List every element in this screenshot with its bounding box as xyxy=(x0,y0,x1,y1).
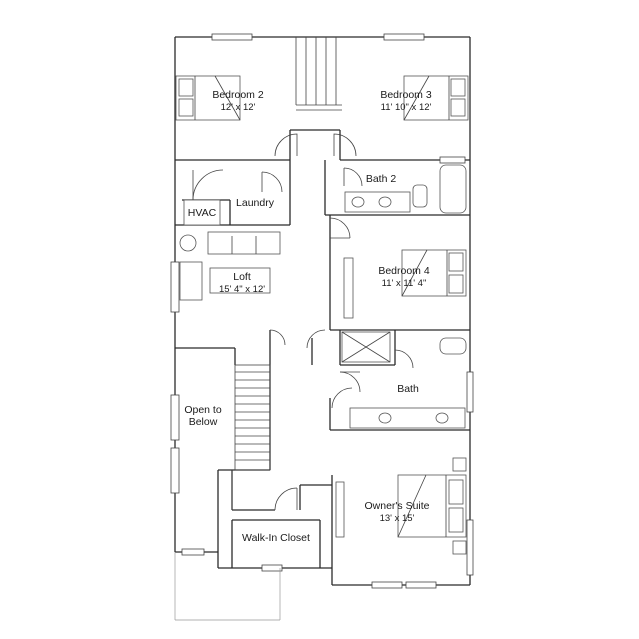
staircase xyxy=(231,364,271,510)
bedroom-4-size: 11' x 11' 4" xyxy=(382,278,427,289)
bedroom-2-label: Bedroom 2 xyxy=(212,89,264,101)
bath-label: Bath xyxy=(397,383,419,395)
hvac-closet xyxy=(183,199,221,226)
bath-fixtures xyxy=(341,331,467,429)
loft-size: 15' 4" x 12' xyxy=(219,284,265,295)
room-labels: Bedroom 2 12' x 12' Bedroom 3 11' 10" x … xyxy=(184,89,432,544)
linen-shelves xyxy=(295,37,342,111)
laundry-label: Laundry xyxy=(236,197,275,209)
walk-in-closet-label: Walk-In Closet xyxy=(242,532,310,544)
bedroom-4-label: Bedroom 4 xyxy=(378,265,430,277)
open-to-below-label-line-2: Below xyxy=(189,416,218,428)
loft-label: Loft xyxy=(233,271,251,283)
open-to-below-label-line-1: Open to xyxy=(184,404,222,416)
bed-bedroom-2 xyxy=(175,75,241,121)
bedroom-3-size: 11' 10" x 12' xyxy=(381,102,432,113)
bed-owners-suite xyxy=(335,457,467,555)
bath-2-label: Bath 2 xyxy=(366,173,397,185)
bed-bedroom-4 xyxy=(343,249,467,319)
doors xyxy=(192,133,414,511)
hvac-label: HVAC xyxy=(188,207,217,219)
loft-furniture xyxy=(179,231,281,301)
porch-outline xyxy=(174,552,281,621)
owners-suite-label: Owner's Suite xyxy=(364,500,429,512)
bedroom-2-size: 12' x 12' xyxy=(221,102,256,113)
windows xyxy=(170,33,474,589)
owners-suite-size: 13' x 15' xyxy=(380,513,415,524)
bedroom-3-label: Bedroom 3 xyxy=(380,89,432,101)
bed-bedroom-3 xyxy=(403,75,469,121)
bath-2-fixtures xyxy=(344,164,467,214)
